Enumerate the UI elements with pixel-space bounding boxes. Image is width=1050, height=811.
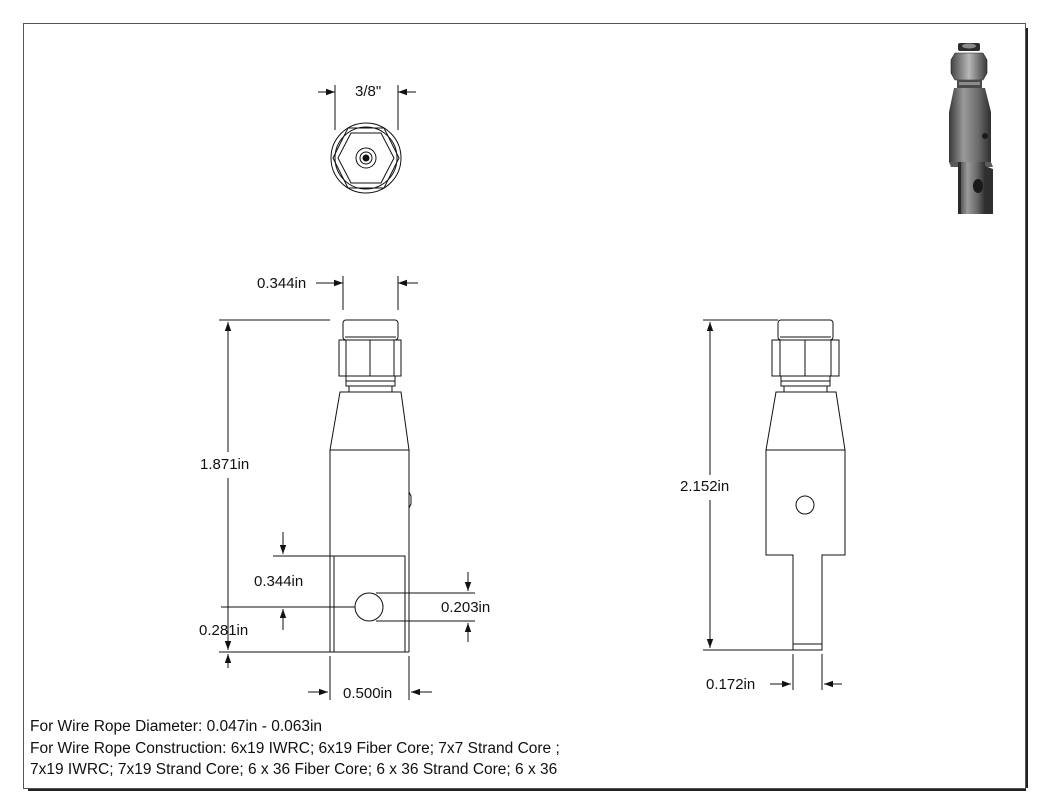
dim-slot-depth-label: 0.344in bbox=[254, 573, 304, 590]
dim-hole-from-end-label: 0.281in bbox=[199, 622, 249, 639]
drawing-border bbox=[23, 23, 1026, 789]
dim-hole-diameter-label: 0.203in bbox=[441, 599, 491, 616]
dim-nut-width-label: 0.344in bbox=[257, 275, 307, 292]
dim-tab-thickness-label: 0.172in bbox=[706, 676, 756, 693]
note-rope-construction: For Wire Rope Construction: 6x19 IWRC; 6… bbox=[30, 740, 560, 757]
note-rope-construction-cont: 7x19 IWRC; 7x19 Strand Core; 6 x 36 Fibe… bbox=[30, 761, 558, 778]
border-shadow-bottom bbox=[28, 789, 1026, 791]
dim-length-side-label: 2.152in bbox=[680, 478, 730, 495]
dim-body-width-label: 0.500in bbox=[343, 685, 393, 702]
side-view bbox=[703, 319, 846, 690]
product-render bbox=[949, 43, 993, 214]
border-shadow-right bbox=[1026, 28, 1028, 788]
front-view bbox=[219, 276, 475, 700]
dim-hex-across-label: 3/8" bbox=[355, 83, 382, 100]
top-view bbox=[318, 85, 416, 194]
note-rope-diameter: For Wire Rope Diameter: 0.047in - 0.063i… bbox=[30, 718, 323, 735]
dim-length-front-label: 1.871in bbox=[200, 456, 250, 473]
